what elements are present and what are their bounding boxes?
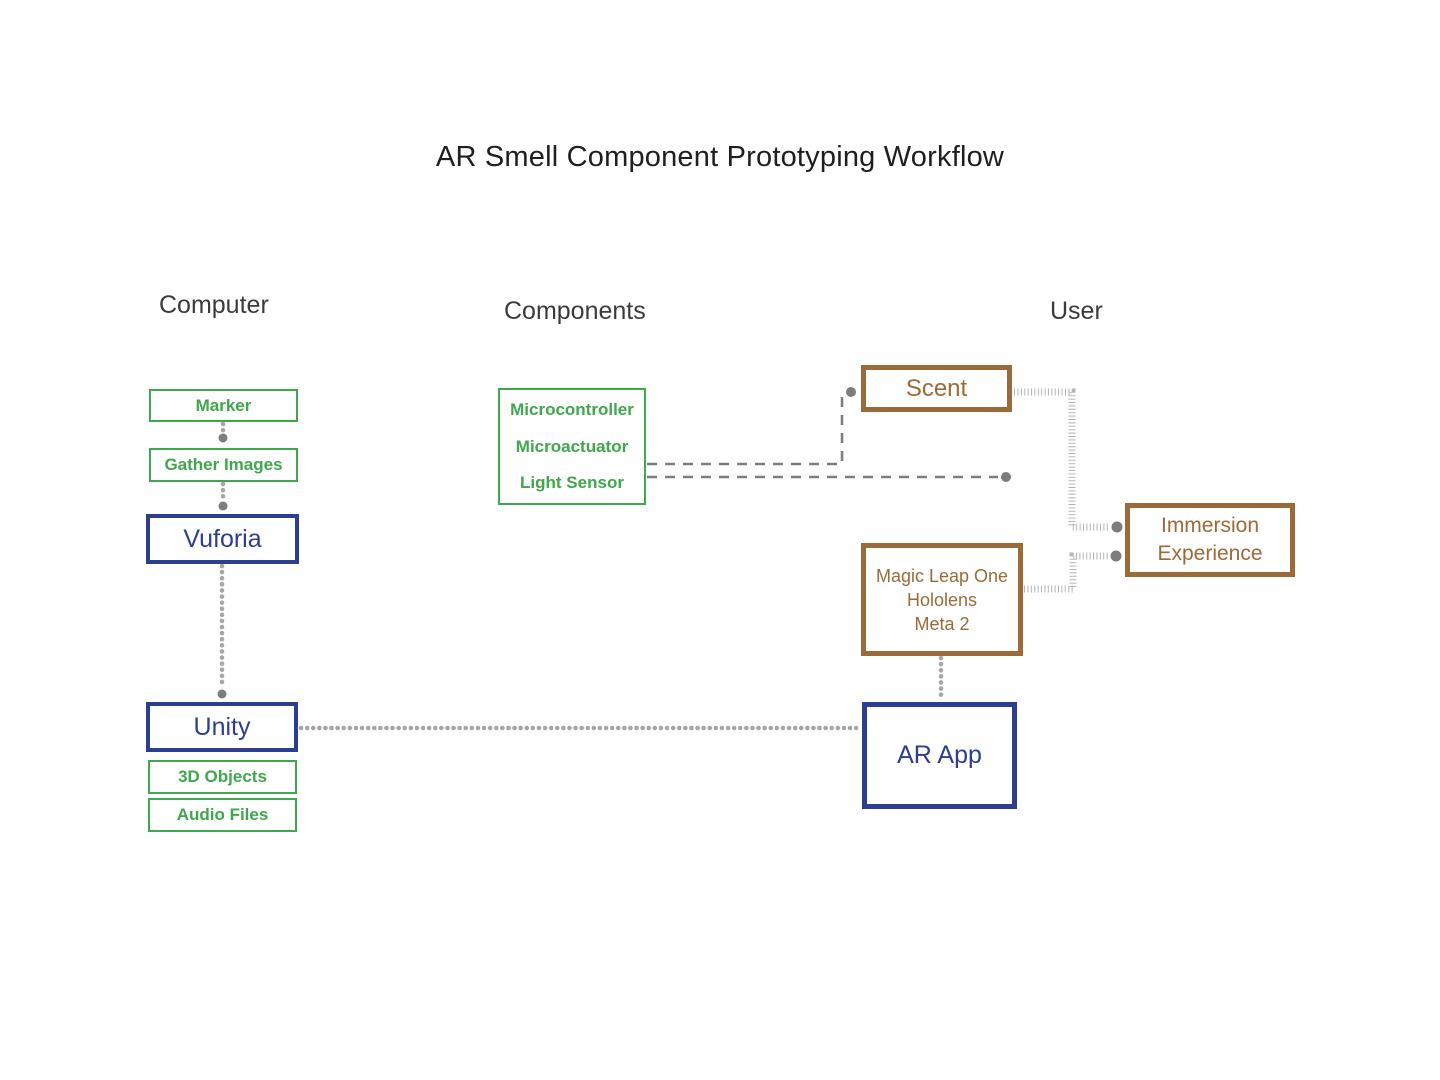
node-scent: Scent bbox=[861, 365, 1012, 412]
component-list-line: Microcontroller bbox=[510, 400, 634, 419]
node-3d-objects: 3D Objects bbox=[148, 760, 297, 794]
junction-dot bbox=[1001, 472, 1011, 482]
connector-components-to-scent bbox=[647, 390, 845, 466]
junction-dot bbox=[217, 689, 227, 699]
node-headset-devices: Magic Leap One Hololens Meta 2 bbox=[861, 543, 1023, 656]
junction-dot bbox=[846, 387, 856, 397]
junction-dot bbox=[1111, 521, 1123, 533]
column-header-user: User bbox=[1050, 297, 1103, 325]
column-header-computer: Computer bbox=[159, 291, 269, 319]
node-ar-app: AR App bbox=[862, 702, 1017, 809]
junction-dot bbox=[218, 433, 228, 443]
connector-headset-to-immersion bbox=[1024, 552, 1108, 593]
node-immersion-experience: Immersion Experience bbox=[1125, 503, 1295, 577]
headset-line: Magic Leap One bbox=[875, 565, 1009, 586]
immersion-line: Immersion bbox=[1160, 514, 1260, 537]
node-audio-files: Audio Files bbox=[148, 798, 297, 832]
junction-dot bbox=[218, 501, 228, 511]
headset-line: Meta 2 bbox=[914, 613, 970, 634]
node-gather-images: Gather Images bbox=[149, 448, 298, 482]
immersion-line: Experience bbox=[1157, 542, 1263, 565]
headset-line: Hololens bbox=[906, 589, 978, 610]
connector-scent-to-immersion bbox=[1014, 388, 1110, 531]
diagram-title: AR Smell Component Prototyping Workflow bbox=[435, 141, 1005, 173]
component-list-line: Microactuator bbox=[515, 436, 629, 456]
node-unity: Unity bbox=[146, 702, 298, 752]
node-marker: Marker bbox=[149, 389, 298, 422]
component-list-line: Light Sensor bbox=[520, 473, 624, 492]
column-header-components: Components bbox=[504, 297, 646, 325]
node-vuforia: Vuforia bbox=[146, 514, 299, 564]
node-component-list: Microcontroller Microactuator Light Sens… bbox=[498, 388, 646, 505]
junction-dot bbox=[1110, 550, 1122, 562]
